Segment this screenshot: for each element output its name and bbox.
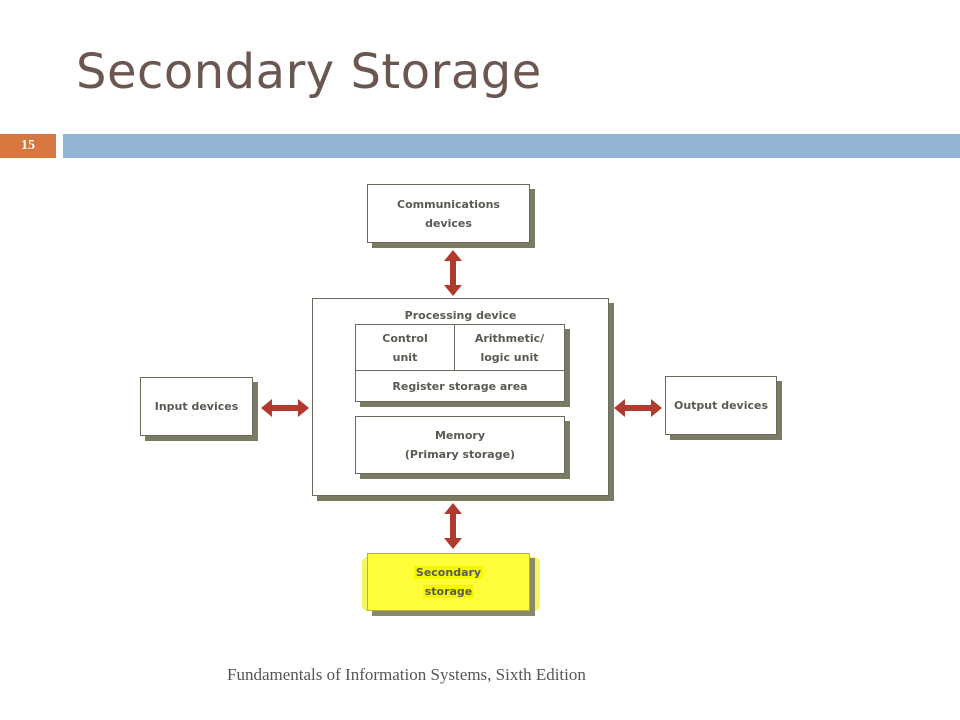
alu-label-line2: logic unit bbox=[480, 350, 539, 364]
arrow-communications-processing bbox=[444, 250, 462, 296]
output-devices-box: Output devices bbox=[665, 376, 777, 435]
register-storage-cell: Register storage area bbox=[356, 371, 564, 401]
slide-title: Secondary Storage bbox=[76, 44, 542, 100]
cpu-horizontal-divider bbox=[356, 370, 564, 371]
cpu-vertical-divider bbox=[454, 325, 455, 370]
secondary-storage-box: Secondary storage bbox=[367, 553, 530, 611]
secondary-storage-label-line1: Secondary bbox=[413, 566, 484, 579]
register-storage-label: Register storage area bbox=[392, 379, 528, 393]
control-unit-label-line2: unit bbox=[392, 350, 418, 364]
control-unit-cell: Control unit bbox=[356, 325, 454, 370]
memory-label-line1: Memory bbox=[434, 429, 486, 442]
alu-cell: Arithmetic/ logic unit bbox=[455, 325, 564, 370]
slide-footer: Fundamentals of Information Systems, Six… bbox=[227, 665, 586, 684]
communications-label-line1: Communications bbox=[397, 197, 500, 211]
slide-number: 15 bbox=[0, 134, 56, 158]
control-unit-label-line1: Control bbox=[382, 331, 428, 345]
memory-box: Memory (Primary storage) bbox=[355, 416, 565, 474]
cpu-block bbox=[355, 324, 565, 402]
arrow-processing-secondary-storage bbox=[444, 503, 462, 549]
input-devices-box: Input devices bbox=[140, 377, 253, 436]
secondary-storage-label-line2: storage bbox=[422, 585, 475, 598]
output-devices-label: Output devices bbox=[673, 399, 769, 412]
communications-label-line2: devices bbox=[425, 216, 472, 230]
input-devices-label: Input devices bbox=[154, 400, 239, 413]
arrow-input-processing bbox=[261, 399, 309, 417]
alu-label-line1: Arithmetic/ bbox=[474, 331, 545, 345]
memory-label-line2: (Primary storage) bbox=[404, 448, 516, 461]
communications-devices-box: Communications devices bbox=[367, 184, 530, 243]
title-rule bbox=[63, 134, 960, 158]
arrow-processing-output bbox=[614, 399, 662, 417]
processing-device-label: Processing device bbox=[404, 309, 517, 322]
